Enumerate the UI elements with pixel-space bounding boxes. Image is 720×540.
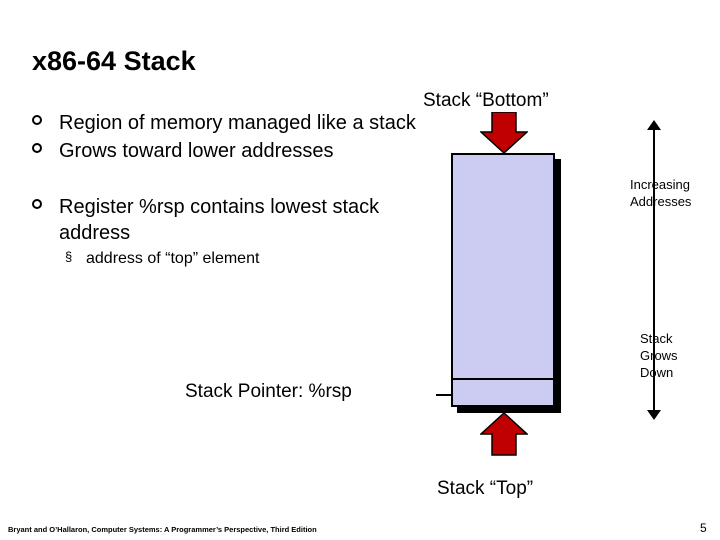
stack-grows-down-label: Stack Grows Down [640, 330, 678, 381]
list-item: § address of “top” element [30, 248, 430, 270]
bullet-text: Region of memory managed like a stack [59, 112, 416, 134]
bullet-circle-icon [32, 199, 42, 209]
spacer [30, 166, 430, 194]
bullet-list: Region of memory managed like a stack Gr… [30, 110, 430, 270]
stack-region-box [451, 153, 555, 407]
list-item: Register %rsp contains lowest stack addr… [30, 194, 430, 246]
footer-credit: Bryant and O’Hallaron, Computer Systems:… [8, 525, 317, 534]
stack-bottom-label: Stack “Bottom” [423, 90, 549, 111]
bullet-circle-icon [32, 115, 42, 125]
red-up-arrow-icon [480, 412, 528, 456]
grows-down-line3: Down [640, 365, 674, 380]
list-item: Grows toward lower addresses [30, 138, 430, 164]
stack-pointer-label: Stack Pointer: %rsp [185, 381, 352, 402]
increasing-addresses-line1: Increasing [630, 177, 690, 192]
subbullet-text: address of “top” element [86, 250, 260, 267]
vertical-axis-line [653, 127, 655, 417]
red-down-arrow-icon [480, 112, 528, 154]
page-title: x86-64 Stack [32, 46, 196, 76]
bullet-text: Grows toward lower addresses [59, 140, 334, 162]
axis-down-arrowhead-icon [647, 410, 661, 420]
stack-top-divider [451, 378, 555, 380]
grows-down-line1: Stack [640, 331, 673, 346]
page-number: 5 [700, 521, 707, 535]
stack-top-label: Stack “Top” [437, 478, 534, 499]
increasing-addresses-line2: Addresses [630, 194, 692, 209]
axis-up-arrowhead-icon [647, 120, 661, 130]
grows-down-line2: Grows [640, 348, 678, 363]
section-marker-icon: § [65, 249, 73, 264]
list-item: Region of memory managed like a stack [30, 110, 430, 136]
increasing-addresses-label: Increasing Addresses [630, 176, 691, 210]
bullet-circle-icon [32, 143, 42, 153]
bullet-text: Register %rsp contains lowest stack addr… [59, 196, 380, 244]
